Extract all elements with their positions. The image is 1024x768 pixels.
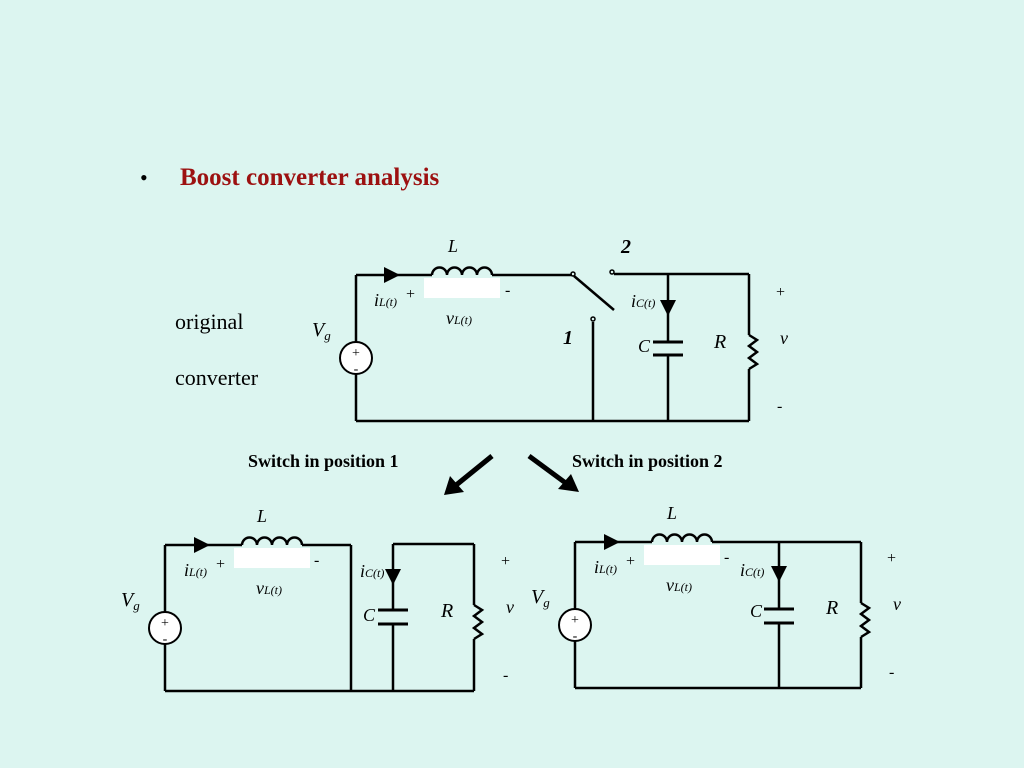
title-row: • Boost converter analysis — [140, 164, 439, 192]
position-1-circuit: + - L iL(t) + - vL(t) iC(t) C R Vg + v - — [121, 506, 514, 693]
inductor-label-box — [424, 278, 500, 298]
capacitor-label: C — [363, 605, 376, 625]
svg-text:iL(t): iL(t) — [594, 557, 617, 577]
label-original: original — [175, 309, 244, 334]
inductor-current-arrow-icon — [384, 267, 400, 283]
svg-text:iL(t): iL(t) — [184, 560, 207, 580]
svg-text:iC(t): iC(t) — [740, 560, 764, 580]
voltage-source-icon — [339, 341, 373, 375]
inductor-coil-icon — [430, 266, 494, 276]
split-arrows — [444, 453, 579, 495]
svg-text:+: + — [161, 616, 169, 631]
svg-text:-: - — [354, 362, 359, 377]
inductor-minus: - — [505, 282, 510, 299]
inductor-voltage-label: v — [666, 575, 674, 595]
svg-text:+: + — [352, 346, 360, 361]
svg-text:iC(t): iC(t) — [360, 561, 384, 581]
source-label: V — [121, 589, 136, 611]
cap-current-label: i — [631, 291, 636, 311]
slide-title: Boost converter analysis — [180, 164, 440, 191]
arrow-to-position-1-icon — [453, 454, 494, 488]
cap-current-label: i — [740, 560, 745, 580]
switch-blade — [573, 275, 615, 311]
output-minus: - — [777, 398, 782, 415]
svg-text:+: + — [887, 550, 896, 567]
inductor-current-label: i — [184, 560, 189, 580]
output-voltage-label: v — [780, 328, 788, 348]
inductor-current-arrow-icon — [604, 534, 620, 550]
voltage-source-icon — [148, 611, 182, 645]
output-plus: + — [776, 284, 785, 301]
svg-text:-: - — [503, 667, 508, 684]
inductor-coil-icon — [240, 536, 304, 546]
inductor-current-arrow-icon — [194, 537, 210, 553]
cap-current-arrow-icon — [385, 569, 401, 585]
svg-text:+: + — [626, 553, 635, 570]
inductor-voltage-label: v — [446, 308, 454, 328]
output-voltage-label: v — [506, 597, 514, 617]
svg-text:vL(t): vL(t) — [446, 308, 472, 328]
svg-text:+: + — [501, 553, 510, 570]
caption-switch-position-2: Switch in position 2 — [572, 451, 723, 471]
cap-current-label: i — [360, 561, 365, 581]
label-converter: converter — [175, 365, 259, 390]
svg-text:iC(t): iC(t) — [631, 291, 655, 311]
resistor-icon — [858, 601, 872, 639]
caption-switch-position-1: Switch in position 1 — [248, 451, 399, 471]
svg-text:-: - — [163, 632, 168, 647]
inductor-label: L — [447, 236, 458, 256]
source-label: V — [531, 586, 546, 608]
output-voltage-label: v — [893, 594, 901, 614]
svg-text:+: + — [571, 613, 579, 628]
resistor-label: R — [825, 597, 838, 619]
inductor-voltage-label: v — [256, 578, 264, 598]
resistor-icon — [471, 603, 485, 641]
switch-position-2-label: 2 — [620, 236, 631, 258]
svg-text:vL(t): vL(t) — [666, 575, 692, 595]
switch-position-1-label: 1 — [563, 327, 573, 349]
inductor-label: L — [666, 503, 677, 523]
resistor-label: R — [713, 331, 726, 353]
voltage-source-icon — [558, 608, 592, 642]
svg-text:-: - — [724, 549, 729, 566]
cap-current-arrow-icon — [660, 300, 676, 316]
svg-text:-: - — [573, 629, 578, 644]
bullet-icon: • — [140, 165, 148, 190]
svg-text:Vg: Vg — [531, 586, 550, 610]
source-label: V — [312, 319, 327, 341]
inductor-coil-icon — [650, 533, 714, 543]
capacitor-label: C — [750, 601, 763, 621]
inductor-current-label: i — [594, 557, 599, 577]
inductor-plus: + — [406, 286, 415, 303]
resistor-icon — [746, 333, 760, 371]
svg-text:Vg: Vg — [121, 589, 140, 613]
original-converter-circuit: + - L 2 1 iL(t) + - vL(t) iC(t) C R Vg +… — [312, 236, 788, 423]
inductor-label: L — [256, 506, 267, 526]
resistor-label: R — [440, 600, 453, 622]
svg-text:vL(t): vL(t) — [256, 578, 282, 598]
position-2-circuit: + - L iL(t) + - vL(t) iC(t) C R Vg + v - — [531, 503, 901, 690]
svg-text:-: - — [314, 552, 319, 569]
arrow-to-position-2-icon — [527, 453, 569, 487]
svg-text:+: + — [216, 556, 225, 573]
svg-text:iL(t): iL(t) — [374, 290, 397, 310]
cap-current-arrow-icon — [771, 566, 787, 582]
inductor-current-label: i — [374, 290, 379, 310]
svg-text:Vg: Vg — [312, 319, 331, 343]
svg-text:-: - — [889, 664, 894, 681]
capacitor-label: C — [638, 336, 651, 356]
